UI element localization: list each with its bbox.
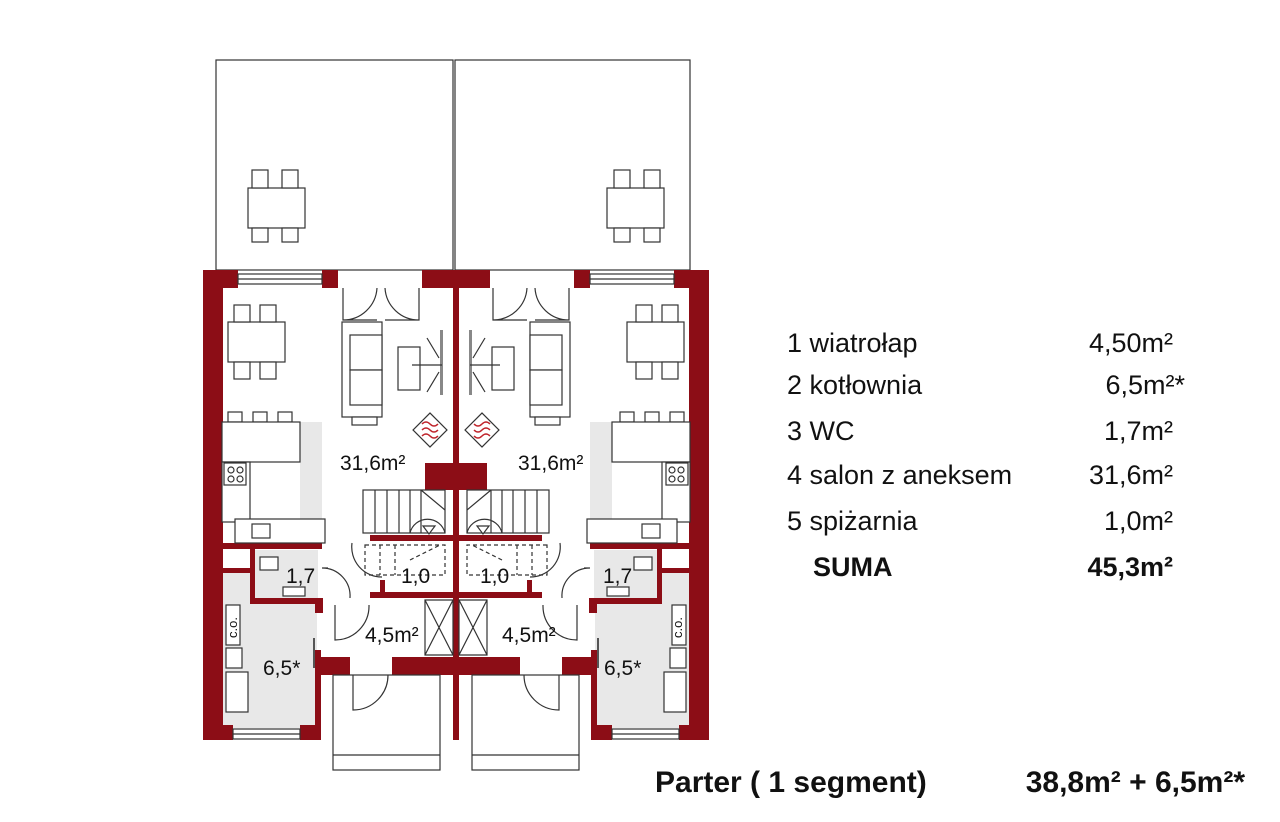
floor-area: 38,8m² + 6,5m²* (1026, 766, 1246, 799)
living-area-label-left: 31,6m² (340, 452, 405, 475)
legend-value: 1,7m² (1104, 416, 1173, 446)
living-area-label-right: 31,6m² (518, 452, 583, 475)
pantry-area-label-left: 1,0 (401, 565, 430, 588)
legend-value: 31,6m² (1089, 460, 1173, 490)
legend-label: 4 salon z aneksem (787, 460, 1012, 490)
legend-label: 1 wiatrołap (787, 328, 918, 358)
room-legend: 1 wiatrołap 4,50m² 2 kotłownia 6,5m²* 3 … (787, 328, 1185, 582)
legend-value: 4,50m² (1089, 328, 1173, 358)
legend-value: 6,5m²* (1105, 370, 1185, 400)
legend-total-value: 45,3m² (1087, 552, 1173, 582)
legend-label: 3 WC (787, 416, 855, 446)
coffee-table-icon (397, 346, 421, 391)
legend-total-label: SUMA (813, 552, 893, 582)
vestibule-area-label-left: 4,5m² (365, 624, 419, 647)
floor-title: Parter ( 1 segment) (655, 766, 927, 799)
legend-label: 5 spiżarnia (787, 506, 919, 536)
dining-table-icon (227, 304, 286, 380)
boiler-label-right: c.o. (670, 617, 685, 638)
legend-value: 1,0m² (1104, 506, 1173, 536)
terrace-door-icon (342, 287, 420, 321)
sofa-icon (341, 321, 383, 426)
boiler-label-left: c.o. (225, 617, 240, 638)
tv-icon (440, 330, 443, 395)
segment-left (203, 169, 457, 771)
vestibule-area-label-right: 4,5m² (502, 624, 556, 647)
boiler-area-label-right: 6,5* (604, 657, 641, 680)
kitchen-icon (221, 411, 326, 544)
legend-label: 2 kotłownia (787, 370, 923, 400)
terrace-table-icon (247, 169, 306, 243)
stairs-icon (351, 489, 446, 578)
wc-area-label-right: 1,7 (603, 565, 632, 588)
boiler-area-label-left: 6,5* (263, 657, 300, 680)
wc-area-label-left: 1,7 (286, 565, 315, 588)
heater-icon (412, 412, 448, 448)
porch (332, 674, 441, 771)
pantry-area-label-right: 1,0 (480, 565, 509, 588)
